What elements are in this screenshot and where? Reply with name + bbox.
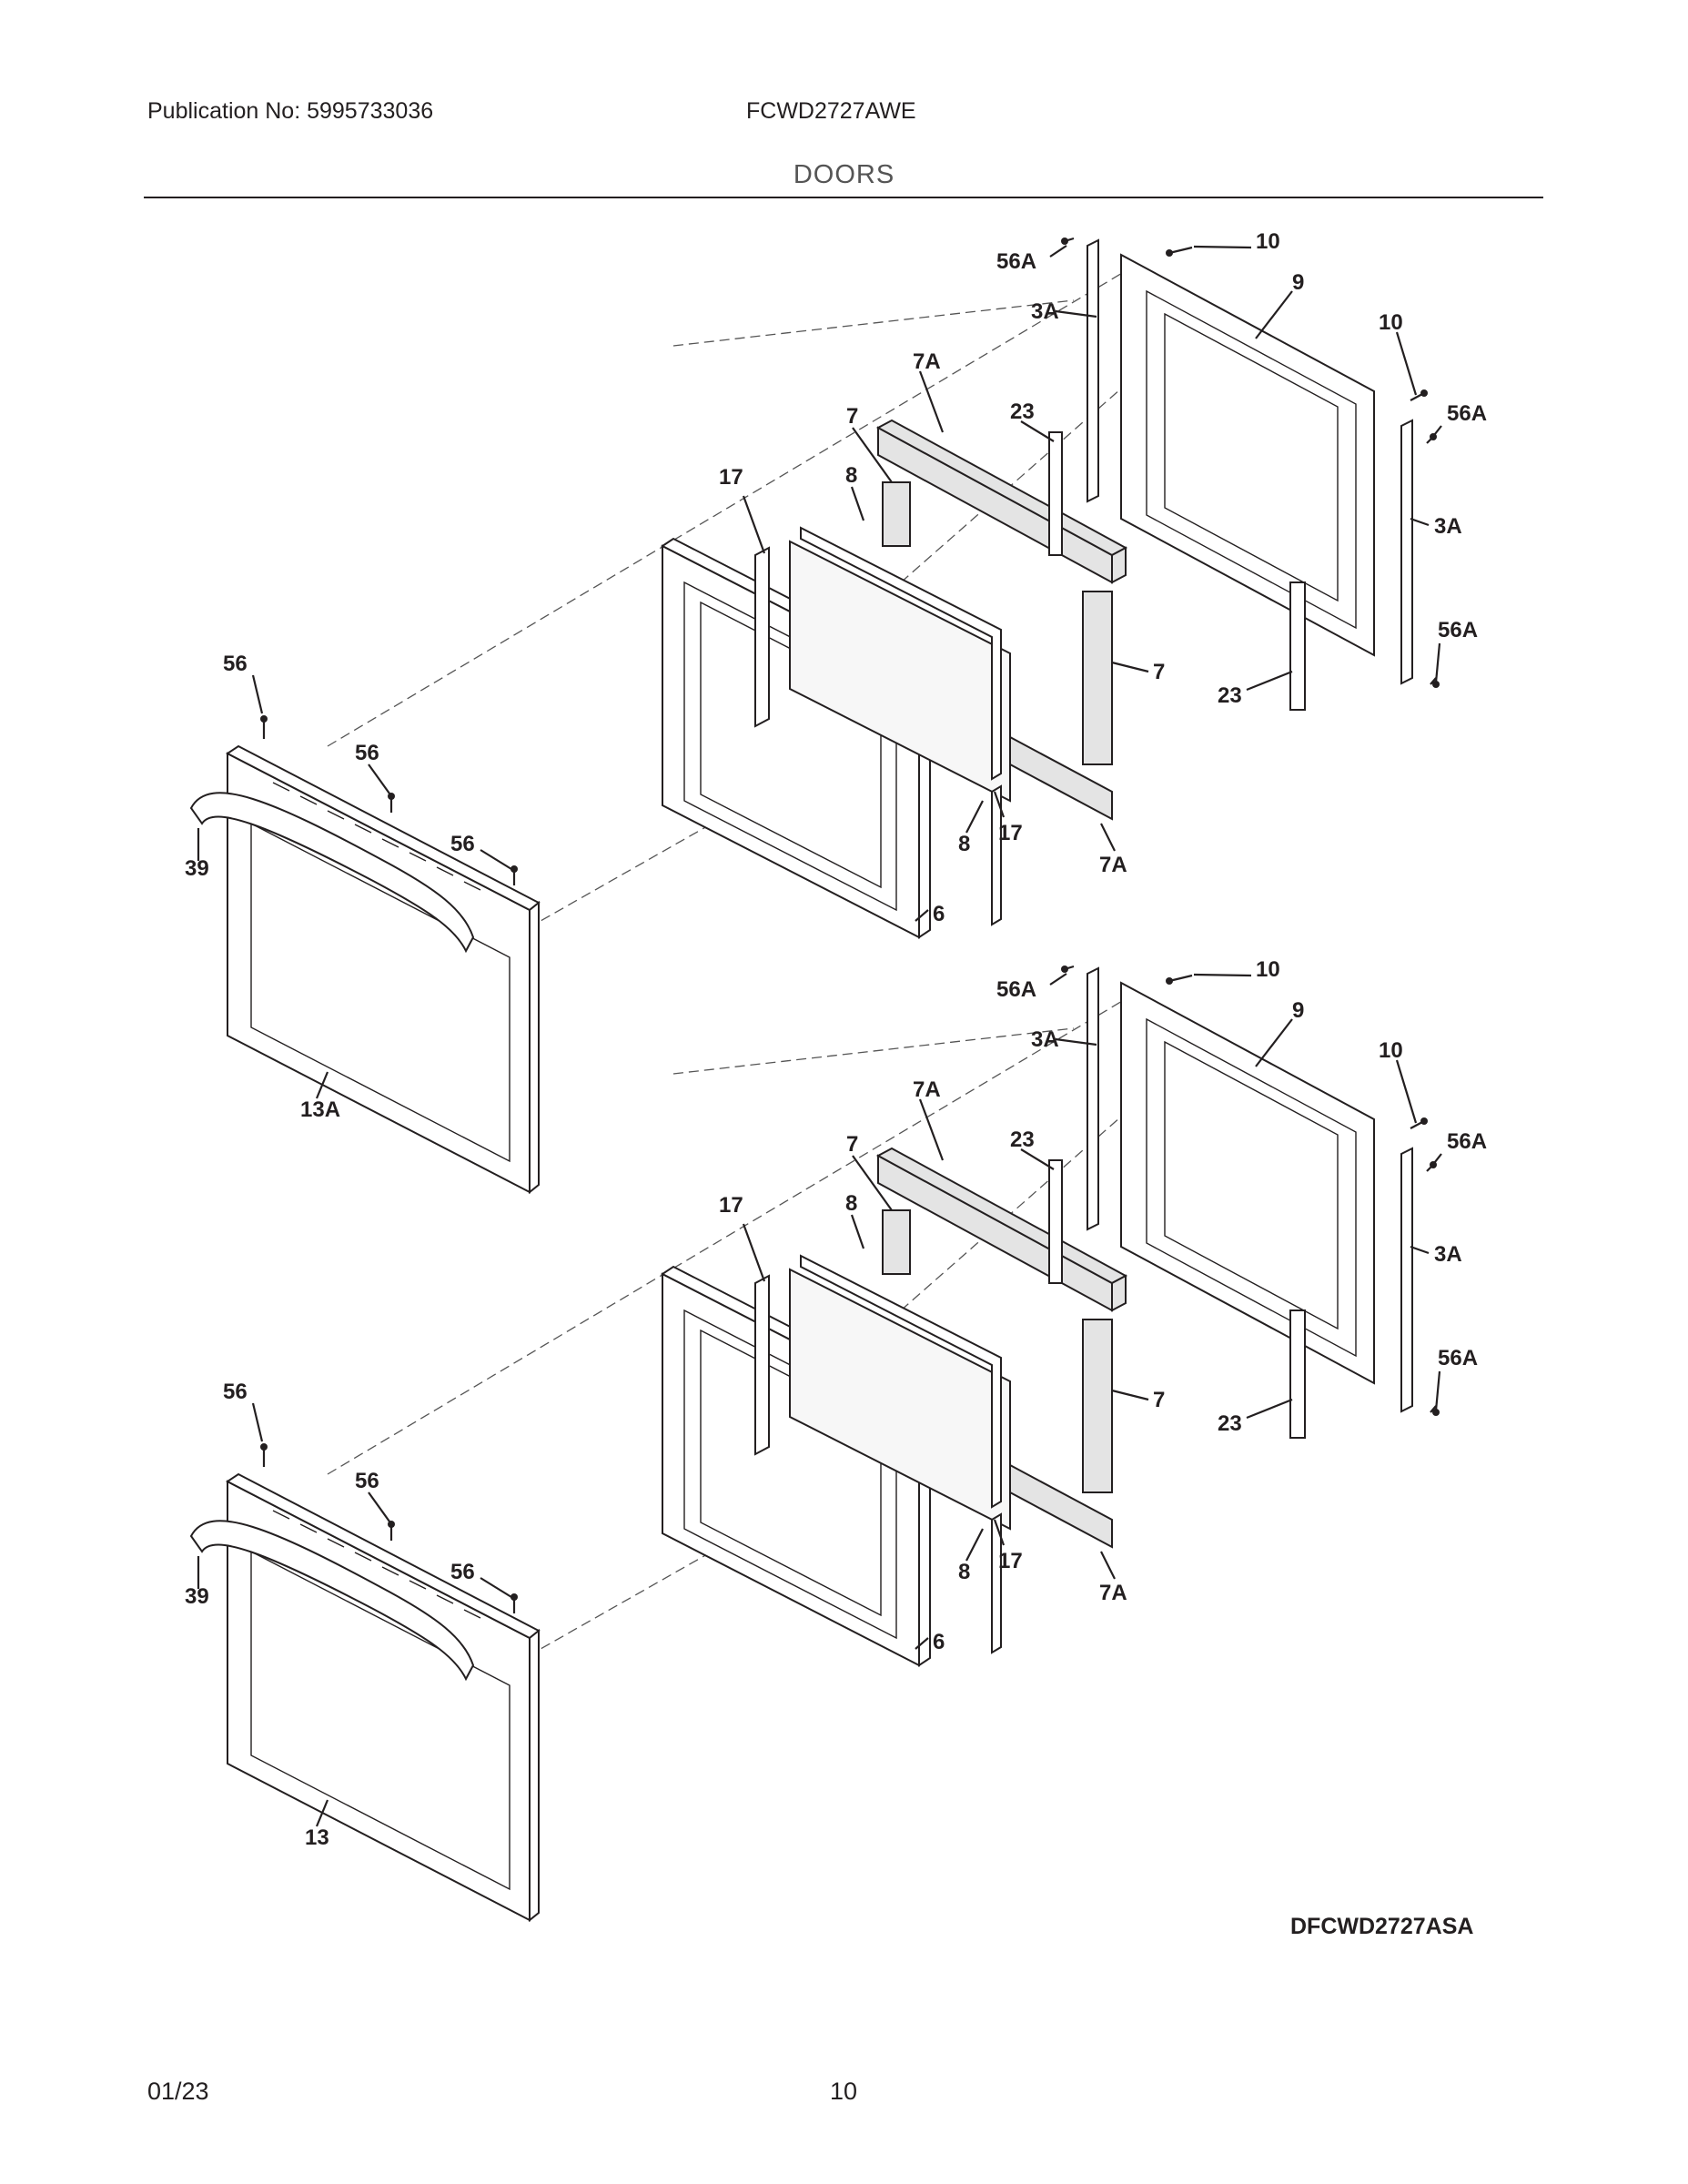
part-label: 39	[185, 1584, 209, 1609]
part-label: 56A	[1447, 401, 1487, 426]
part-label: 17	[998, 1549, 1023, 1573]
part-label: 9	[1292, 998, 1304, 1023]
part-label: 3A	[1031, 299, 1059, 324]
part-label: 3A	[1031, 1027, 1059, 1052]
part-label: 8	[845, 463, 857, 488]
part-label: 10	[1256, 957, 1280, 982]
part-label: 6	[933, 1630, 945, 1654]
part-label: 3A	[1434, 514, 1462, 539]
part-label: 13	[305, 1825, 329, 1850]
part-label: 6	[933, 902, 945, 926]
part-label: 56	[450, 1560, 475, 1584]
part-label: 7A	[1099, 1581, 1127, 1605]
part-label: 56A	[1438, 1346, 1478, 1370]
part-label: 17	[719, 1193, 743, 1218]
part-label: 7A	[1099, 853, 1127, 877]
footer-date: 01/23	[147, 2078, 209, 2105]
upper-door-assembly: 56A 10 3A 9 10 56A 7A 7 23 8 17 3A 56A 7…	[185, 229, 1487, 1194]
part-label: 39	[185, 856, 209, 881]
part-label: 8	[958, 1560, 970, 1584]
upper-part-labels: 56A 10 3A 9 10 56A 7A 7 23 8 17 3A 56A 7…	[185, 229, 1487, 1122]
header-rule	[144, 197, 1543, 198]
part-label: 8	[958, 832, 970, 856]
lower-door-assembly: 56A 10 3A 9 10 56A 7A 7 23 8 17 3A 56A 7…	[185, 957, 1487, 1922]
part-label: 23	[1218, 683, 1242, 708]
part-label: 7A	[913, 349, 941, 374]
part-label: 3A	[1434, 1242, 1462, 1267]
part-label: 9	[1292, 270, 1304, 295]
part-label: 56	[355, 1469, 379, 1493]
model-number: FCWD2727AWE	[746, 98, 916, 124]
part-label: 17	[998, 821, 1023, 845]
part-label: 7	[1153, 660, 1165, 684]
part-label: 56A	[1438, 618, 1478, 642]
part-label: 17	[719, 465, 743, 490]
part-label: 10	[1379, 1038, 1403, 1063]
part-label: 10	[1379, 310, 1403, 335]
part-label: 7A	[913, 1077, 941, 1102]
part-label: 8	[845, 1191, 857, 1216]
part-label: 7	[846, 404, 858, 429]
part-label: 23	[1010, 1127, 1035, 1152]
part-label: 56A	[1447, 1129, 1487, 1154]
section-title: DOORS	[793, 160, 895, 189]
publication-number: Publication No: 5995733036	[147, 98, 434, 124]
part-label: 23	[1218, 1411, 1242, 1436]
part-label: 56	[355, 741, 379, 765]
part-label: 23	[1010, 399, 1035, 424]
part-label: 7	[846, 1132, 858, 1157]
part-label: 56	[450, 832, 475, 856]
diagram-code: DFCWD2727ASA	[1290, 1914, 1473, 1939]
part-label: 13A	[300, 1097, 340, 1122]
part-label: 10	[1256, 229, 1280, 254]
part-label: 56	[223, 652, 248, 676]
part-label: 7	[1153, 1388, 1165, 1412]
lower-part-labels: 56A 10 3A 9 10 56A 7A 7 23 8 17 3A 56A 7…	[185, 957, 1487, 1850]
part-label: 56A	[996, 249, 1036, 274]
part-label: 56A	[996, 977, 1036, 1002]
part-label: 56	[223, 1380, 248, 1404]
page-number: 10	[830, 2078, 858, 2105]
